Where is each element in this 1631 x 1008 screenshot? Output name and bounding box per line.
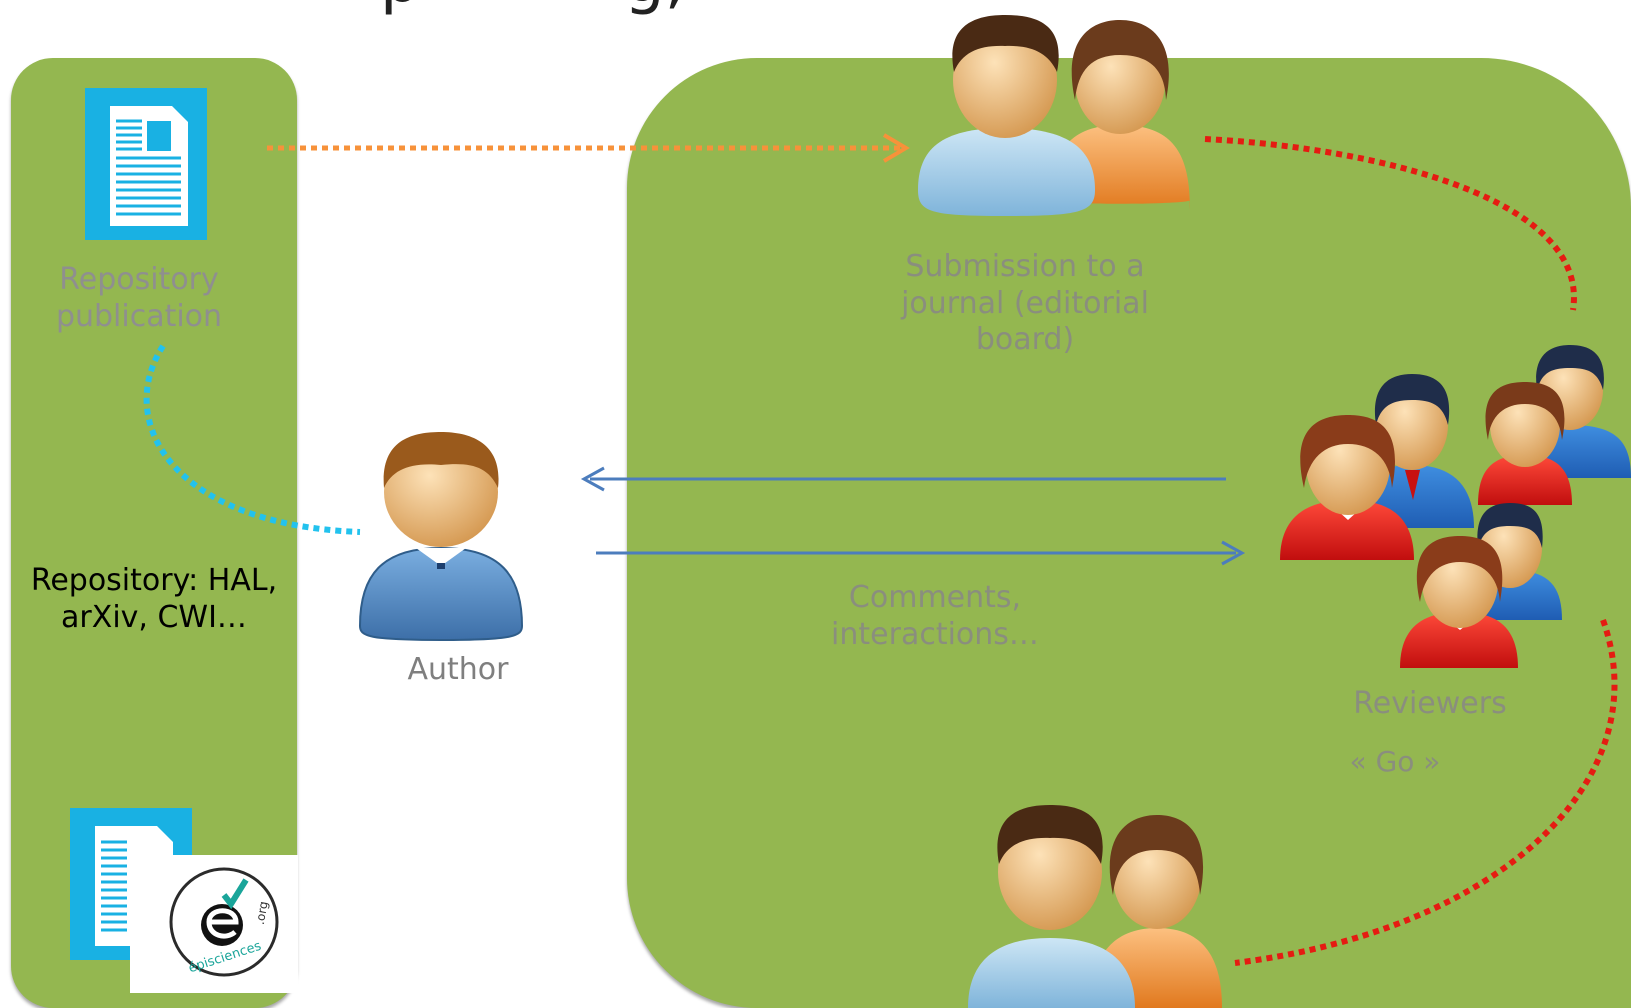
submission-label: Submission to a journal (editorial board…: [901, 249, 1149, 358]
reviewers-to-author-arrow: [580, 466, 1226, 492]
comments-label: Comments, interactions…: [831, 580, 1039, 652]
submission-arrow: [267, 133, 910, 163]
author-to-reviewers-arrow: [596, 540, 1246, 566]
episciences-logo: [130, 855, 298, 993]
repository-to-author-curve: [143, 344, 361, 535]
document-icon: [85, 88, 207, 240]
reviewers-group-icon: [1280, 345, 1631, 668]
user-group-icon: [918, 15, 1190, 216]
editor-to-reviewers-curve: [1204, 136, 1577, 311]
repository-list-label: Repository: HAL, arXiv, CWI…: [30, 563, 278, 635]
user-icon: [358, 432, 524, 642]
page-title-fragment: p g,: [380, 0, 685, 12]
user-group-icon-bottom: [968, 805, 1222, 1008]
author-label: Author: [407, 652, 509, 687]
reviewers-to-editor-curve: [1234, 618, 1618, 966]
go-label: « Go »: [1349, 745, 1441, 778]
repository-publication-label: Repository publication: [55, 262, 223, 334]
reviewers-label: Reviewers: [1353, 686, 1507, 721]
